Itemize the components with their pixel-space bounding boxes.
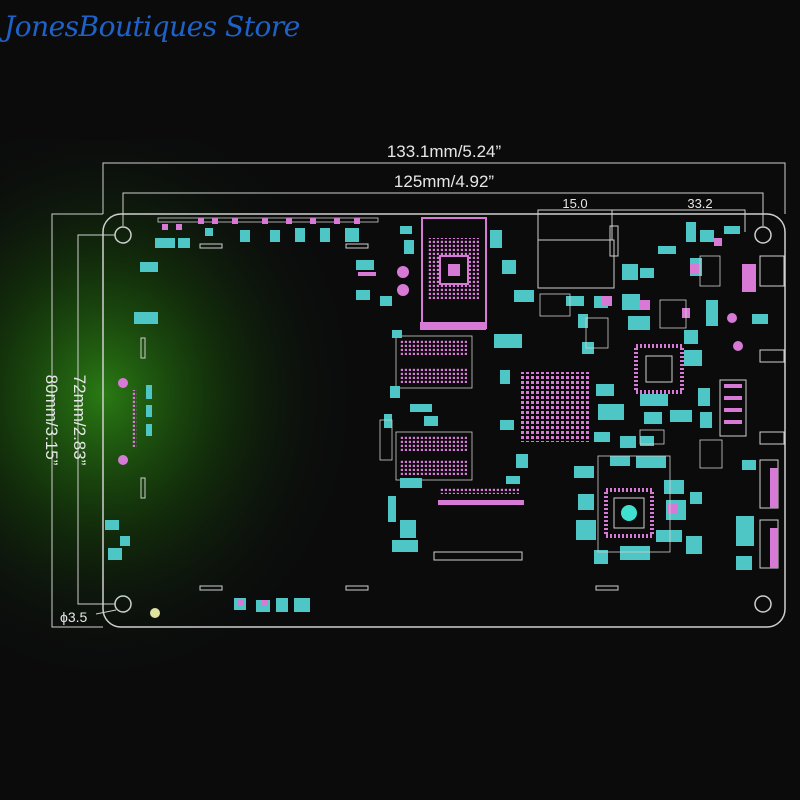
mounting-hole-top-right [754, 226, 772, 244]
port-dim-line-a [537, 209, 613, 240]
hole-height-label: 72mm/2.83” [70, 375, 89, 466]
width-dim-line [102, 162, 786, 214]
left-connector [118, 378, 137, 465]
hole-width-label: 125mm/4.92” [394, 172, 494, 191]
component-outlines [379, 255, 723, 553]
mounting-hole-label: ϕ3.5 [60, 609, 88, 625]
port-dim-b-label: 33.2 [687, 196, 712, 211]
height-dim-line [51, 213, 103, 628]
memory-chips [400, 340, 468, 476]
qfp-chip-top [634, 344, 684, 394]
left-cyan-pads [105, 385, 152, 560]
mounting-hole-bottom-right [754, 595, 772, 613]
qfp-chip-bottom [604, 488, 654, 538]
dimension-lines [51, 162, 786, 628]
overall-height-label: 80mm/3.15” [42, 375, 61, 466]
hole-height-dim-line [77, 234, 115, 605]
top-header-pins [157, 217, 379, 230]
port-dim-line-b [612, 209, 746, 232]
port-area [537, 225, 619, 289]
edge-slots [140, 243, 619, 591]
ribbon-connector [433, 488, 524, 561]
port-dim-a-label: 15.0 [562, 196, 587, 211]
main-bga [520, 372, 590, 442]
fiducial-mark [150, 608, 160, 618]
hole-width-dim-line [122, 192, 764, 226]
store-watermark-title: JonesBoutiques Store [4, 10, 300, 43]
memory-outline [395, 335, 473, 481]
board-outline [102, 213, 786, 628]
soc-chip [421, 217, 487, 329]
hole-leader-line [95, 609, 117, 615]
right-magenta-pads [724, 264, 778, 568]
top-header-cyan-pads [134, 228, 359, 324]
overall-width-label: 133.1mm/5.24” [387, 142, 502, 161]
